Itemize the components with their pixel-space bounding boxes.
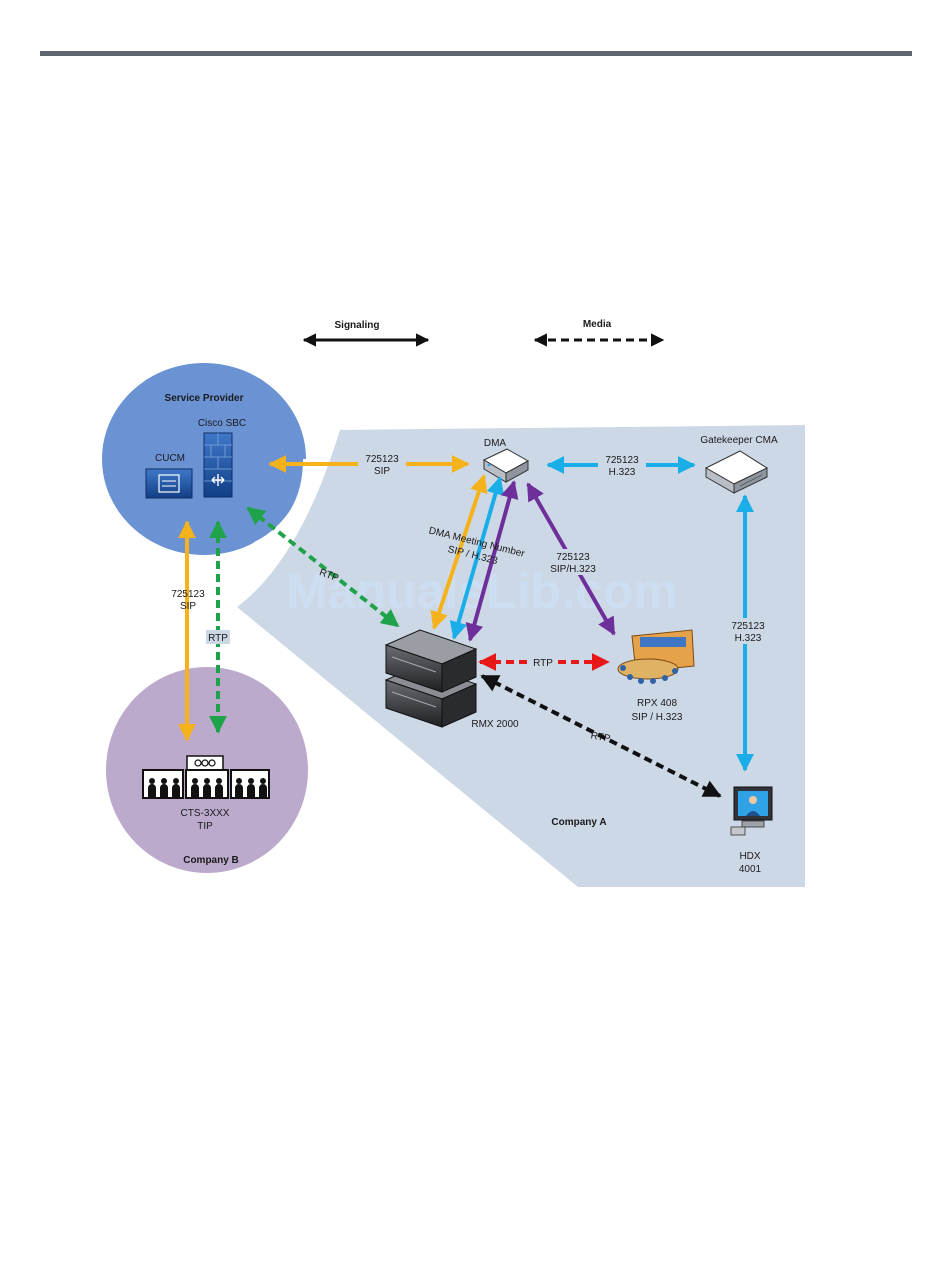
rpx-408-protocol: SIP / H.323: [632, 712, 683, 723]
link-dma-rpx-number: 725123: [556, 552, 590, 563]
legend-signaling-label: Signaling: [335, 320, 380, 331]
link-sp-companyb-number: 725123: [171, 589, 205, 600]
link-dma-rpx-protocol: SIP/H.323: [550, 564, 596, 575]
link-sp-companyb-protocol: SIP: [180, 601, 196, 612]
rpx-408-label: RPX 408: [637, 698, 677, 709]
cucm-label: CUCM: [155, 453, 185, 464]
hdx-4001-label: HDX: [739, 851, 760, 862]
link-gatekeeper-hdx-protocol: H.323: [735, 633, 762, 644]
cucm-icon: [146, 469, 192, 498]
dma-label: DMA: [484, 438, 507, 449]
cisco-sbc-icon: [204, 433, 232, 497]
link-sbc-dma-number: 725123: [365, 454, 399, 465]
cts-3xxx-label: CTS-3XXX: [181, 808, 230, 819]
hdx-4001-number: 4001: [739, 864, 762, 875]
link-dma-gatekeeper-protocol: H.323: [609, 467, 636, 478]
legend: Signaling Media: [304, 319, 663, 340]
cisco-sbc-label: Cisco SBC: [198, 418, 246, 429]
company-a-label: Company A: [551, 817, 606, 828]
link-sp-companyb-rtp-label: RTP: [208, 633, 228, 644]
service-provider-label: Service Provider: [165, 393, 244, 404]
link-dma-gatekeeper-number: 725123: [605, 455, 639, 466]
gatekeeper-label: Gatekeeper CMA: [700, 435, 778, 446]
rmx-2000-label: RMX 2000: [471, 719, 519, 730]
link-sbc-dma-protocol: SIP: [374, 466, 390, 477]
rmx-2000-icon: [386, 630, 476, 727]
company-a-zone: [237, 425, 805, 887]
link-rmx-rpx-rtp-label: RTP: [533, 658, 553, 669]
company-b-label: Company B: [183, 855, 239, 866]
cts-3xxx-protocol: TIP: [197, 821, 213, 832]
link-gatekeeper-hdx-number: 725123: [731, 621, 765, 632]
legend-media-label: Media: [583, 319, 612, 330]
